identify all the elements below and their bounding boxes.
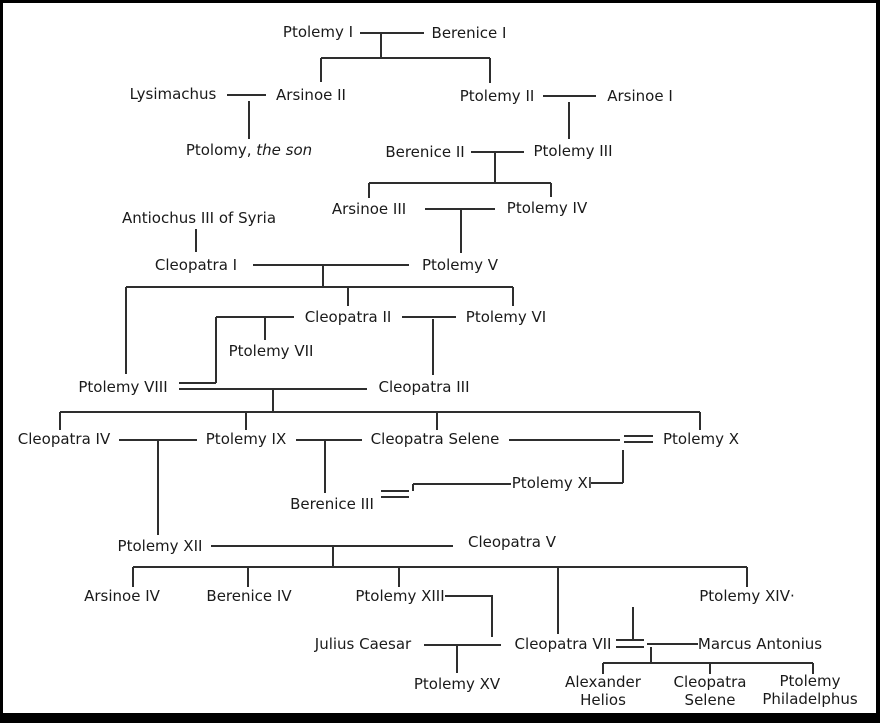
person-ptolemy-philadelphus-line2: Philadelphus [762, 690, 858, 708]
person-ptolemy-xi: Ptolemy XI [511, 474, 593, 492]
family-tree-connectors [59, 32, 814, 674]
person-cleopatra-vii: Cleopatra VII [514, 635, 612, 653]
person-ptolemy-xii: Ptolemy XII [117, 537, 203, 555]
person-ptolemy-vii: Ptolemy VII [228, 342, 314, 360]
person-alexander-helios-line2: Helios [580, 691, 626, 709]
person-cleopatra-selene-child: Cleopatra Selene [673, 673, 746, 709]
person-ptolemy-philadelphus-line1: Ptolemy [779, 672, 841, 690]
person-alexander-helios: Alexander Helios [565, 673, 641, 709]
person-ptolemy-i: Ptolemy I [282, 23, 354, 41]
person-ptolemy-v: Ptolemy V [421, 256, 499, 274]
descent-lines [59, 33, 814, 674]
person-ptolemy-xv: Ptolemy XV [413, 675, 501, 693]
person-ptolomy-the-son-italic: the son [256, 141, 313, 159]
person-berenice-i: Berenice I [431, 24, 507, 42]
person-cleopatra-selene: Cleopatra Selene [370, 430, 500, 448]
person-arsinoe-i: Arsinoe I [607, 87, 673, 105]
person-alexander-helios-line1: Alexander [565, 673, 641, 691]
person-ptolemy-vi: Ptolemy VI [465, 308, 547, 326]
person-lysimachus: Lysimachus [129, 85, 217, 103]
person-ptolomy-the-son: Ptolomy, the son [186, 141, 312, 159]
person-arsinoe-iii: Arsinoe III [331, 200, 407, 218]
person-cleopatra-ii: Cleopatra II [304, 308, 392, 326]
person-cleopatra-iv: Cleopatra IV [17, 430, 111, 448]
person-marcus-antonius: Marcus Antonius [697, 635, 823, 653]
person-arsinoe-ii: Arsinoe II [276, 86, 346, 104]
person-ptolemy-ix: Ptolemy IX [205, 430, 287, 448]
person-ptolemy-viii: Ptolemy VIII [78, 378, 168, 396]
person-antiochus-iii: Antiochus III of Syria [121, 209, 277, 227]
person-berenice-iv: Berenice IV [206, 587, 292, 605]
person-cleopatra-selene-child-line1: Cleopatra [673, 673, 747, 691]
person-ptolemy-iii: Ptolemy III [533, 142, 613, 160]
person-ptolemy-philadelphus: Ptolemy Philadelphus [762, 672, 857, 708]
person-cleopatra-iii: Cleopatra III [378, 378, 470, 396]
person-ptolomy-the-son-prefix: Ptolomy, [185, 141, 257, 159]
person-arsinoe-iv: Arsinoe IV [84, 587, 160, 605]
person-berenice-iii: Berenice III [290, 495, 374, 513]
person-cleopatra-v: Cleopatra V [467, 533, 557, 551]
person-cleopatra-selene-child-line2: Selene [684, 691, 736, 709]
person-ptolemy-iv: Ptolemy IV [506, 199, 588, 217]
person-ptolemy-xiv: Ptolemy XIV· [699, 587, 795, 605]
person-julius-caesar: Julius Caesar [314, 635, 412, 653]
person-berenice-ii: Berenice II [385, 143, 465, 161]
person-cleopatra-i: Cleopatra I [154, 256, 238, 274]
person-ptolemy-x: Ptolemy X [662, 430, 740, 448]
person-ptolemy-ii: Ptolemy II [459, 87, 535, 105]
person-ptolemy-xiii: Ptolemy XIII [355, 587, 445, 605]
marriage-lines [119, 32, 698, 648]
